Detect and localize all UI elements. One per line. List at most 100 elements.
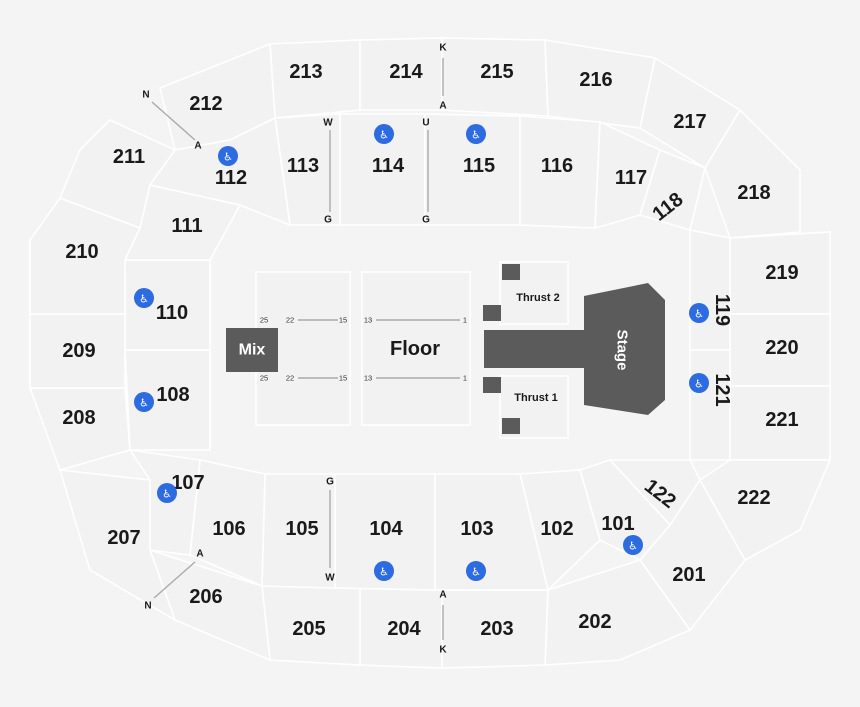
section-119[interactable] xyxy=(689,229,731,351)
section-label-218: 218 xyxy=(737,182,770,204)
floor-block-right[interactable] xyxy=(361,271,471,426)
section-222[interactable] xyxy=(698,459,832,562)
section-label-206: 206 xyxy=(189,586,222,608)
row-label-n-sw: N xyxy=(144,601,151,612)
section-label-203: 203 xyxy=(480,618,513,640)
speaker-block xyxy=(483,377,501,393)
svg-text:♿: ♿ xyxy=(471,129,481,142)
section-207[interactable] xyxy=(58,469,177,622)
speaker-block xyxy=(502,418,520,434)
seat-number-25-top: 25 xyxy=(260,316,268,325)
section-label-212: 212 xyxy=(189,93,222,115)
section-label-205: 205 xyxy=(292,618,325,640)
wheelchair-icon: ♿ xyxy=(157,483,177,503)
floor-label: Floor xyxy=(390,338,440,360)
aisle-line xyxy=(153,561,196,599)
svg-text:♿: ♿ xyxy=(379,566,389,579)
section-label-108: 108 xyxy=(156,384,189,406)
svg-text:♿: ♿ xyxy=(694,308,704,321)
section-label-119: 119 xyxy=(711,294,733,326)
seat-number-1-bottom: 1 xyxy=(463,374,467,383)
svg-text:♿: ♿ xyxy=(628,540,638,553)
wheelchair-icon: ♿ xyxy=(466,561,486,581)
row-label-a-nw: A xyxy=(194,141,201,152)
floor-area: 25 22 15 13 1 25 22 15 13 1 Floor Mix xyxy=(226,271,471,426)
section-208[interactable] xyxy=(28,387,131,471)
row-label-n-nw: N xyxy=(142,90,149,101)
seat-number-13-top: 13 xyxy=(364,316,372,325)
seat-number-25-bottom: 25 xyxy=(260,374,268,383)
section-label-102: 102 xyxy=(540,518,573,540)
seat-number-15-top: 15 xyxy=(339,316,347,325)
section-118[interactable] xyxy=(638,148,706,232)
wheelchair-icon: ♿ xyxy=(689,303,709,323)
accessible-icons: ♿ ♿ ♿ ♿ ♿ ♿ ♿ ♿ ♿ ♿ ♿ xyxy=(134,124,709,581)
section-label-202: 202 xyxy=(578,611,611,633)
svg-text:♿: ♿ xyxy=(223,151,233,164)
aisle-line xyxy=(151,101,196,141)
wheelchair-icon: ♿ xyxy=(466,124,486,144)
wheelchair-icon: ♿ xyxy=(134,288,154,308)
section-label-209: 209 xyxy=(62,340,95,362)
section-label-220: 220 xyxy=(765,337,798,359)
wheelchair-icon: ♿ xyxy=(623,535,643,555)
section-label-217: 217 xyxy=(673,111,706,133)
row-label-k-bottom: K xyxy=(439,645,447,656)
section-label-105: 105 xyxy=(285,518,318,540)
section-label-117: 117 xyxy=(615,167,647,189)
section-label-114: 114 xyxy=(372,155,405,177)
wheelchair-icon: ♿ xyxy=(218,146,238,166)
thrust-2-label: Thrust 2 xyxy=(516,292,559,304)
section-label-204: 204 xyxy=(387,618,421,640)
stage-shape[interactable] xyxy=(484,283,665,415)
row-label-a-bottom: A xyxy=(439,590,446,601)
wheelchair-icon: ♿ xyxy=(374,561,394,581)
row-label-g-bottom: G xyxy=(326,477,334,488)
svg-text:♿: ♿ xyxy=(139,293,149,306)
section-label-210: 210 xyxy=(65,241,98,263)
section-label-116: 116 xyxy=(541,155,573,177)
row-label-g-top-right: G xyxy=(422,215,430,226)
mix-label: Mix xyxy=(239,342,266,359)
speaker-block xyxy=(483,305,501,321)
section-label-207: 207 xyxy=(107,527,140,549)
seat-number-1-top: 1 xyxy=(463,316,467,325)
wheelchair-icon: ♿ xyxy=(374,124,394,144)
section-label-110: 110 xyxy=(156,302,188,324)
section-218[interactable] xyxy=(704,108,801,239)
section-label-101: 101 xyxy=(601,513,634,535)
stage-label: Stage xyxy=(614,330,631,371)
mix-position xyxy=(226,328,278,372)
svg-text:♿: ♿ xyxy=(694,378,704,391)
section-label-219: 219 xyxy=(765,262,798,284)
svg-text:♿: ♿ xyxy=(139,397,149,410)
svg-text:♿: ♿ xyxy=(162,488,172,501)
section-label-222: 222 xyxy=(737,487,770,509)
aisle-markers xyxy=(151,58,444,640)
section-label-106: 106 xyxy=(212,518,245,540)
section-112[interactable] xyxy=(148,116,291,227)
seat-number-15-bottom: 15 xyxy=(339,374,347,383)
row-label-w-top: W xyxy=(323,118,333,129)
row-label-g-top-left: G xyxy=(324,215,332,226)
section-label-104: 104 xyxy=(369,518,403,540)
section-label-215: 215 xyxy=(480,61,513,83)
section-label-214: 214 xyxy=(389,61,423,83)
section-label-201: 201 xyxy=(672,564,705,586)
row-label-a-sw: A xyxy=(196,549,203,560)
section-label-107: 107 xyxy=(171,472,204,494)
svg-text:♿: ♿ xyxy=(379,129,389,142)
row-label-u-top: U xyxy=(422,118,429,129)
seat-number-13-bottom: 13 xyxy=(364,374,372,383)
svg-text:♿: ♿ xyxy=(471,566,481,579)
section-label-216: 216 xyxy=(579,69,612,91)
wheelchair-icon: ♿ xyxy=(134,392,154,412)
section-label-112: 112 xyxy=(215,167,247,189)
section-label-208: 208 xyxy=(62,407,95,429)
seat-number-22-top: 22 xyxy=(286,316,294,325)
section-label-115: 115 xyxy=(463,155,495,177)
section-label-111: 111 xyxy=(171,215,202,237)
thrust-1-label: Thrust 1 xyxy=(514,392,557,404)
section-label-113: 113 xyxy=(287,155,319,177)
